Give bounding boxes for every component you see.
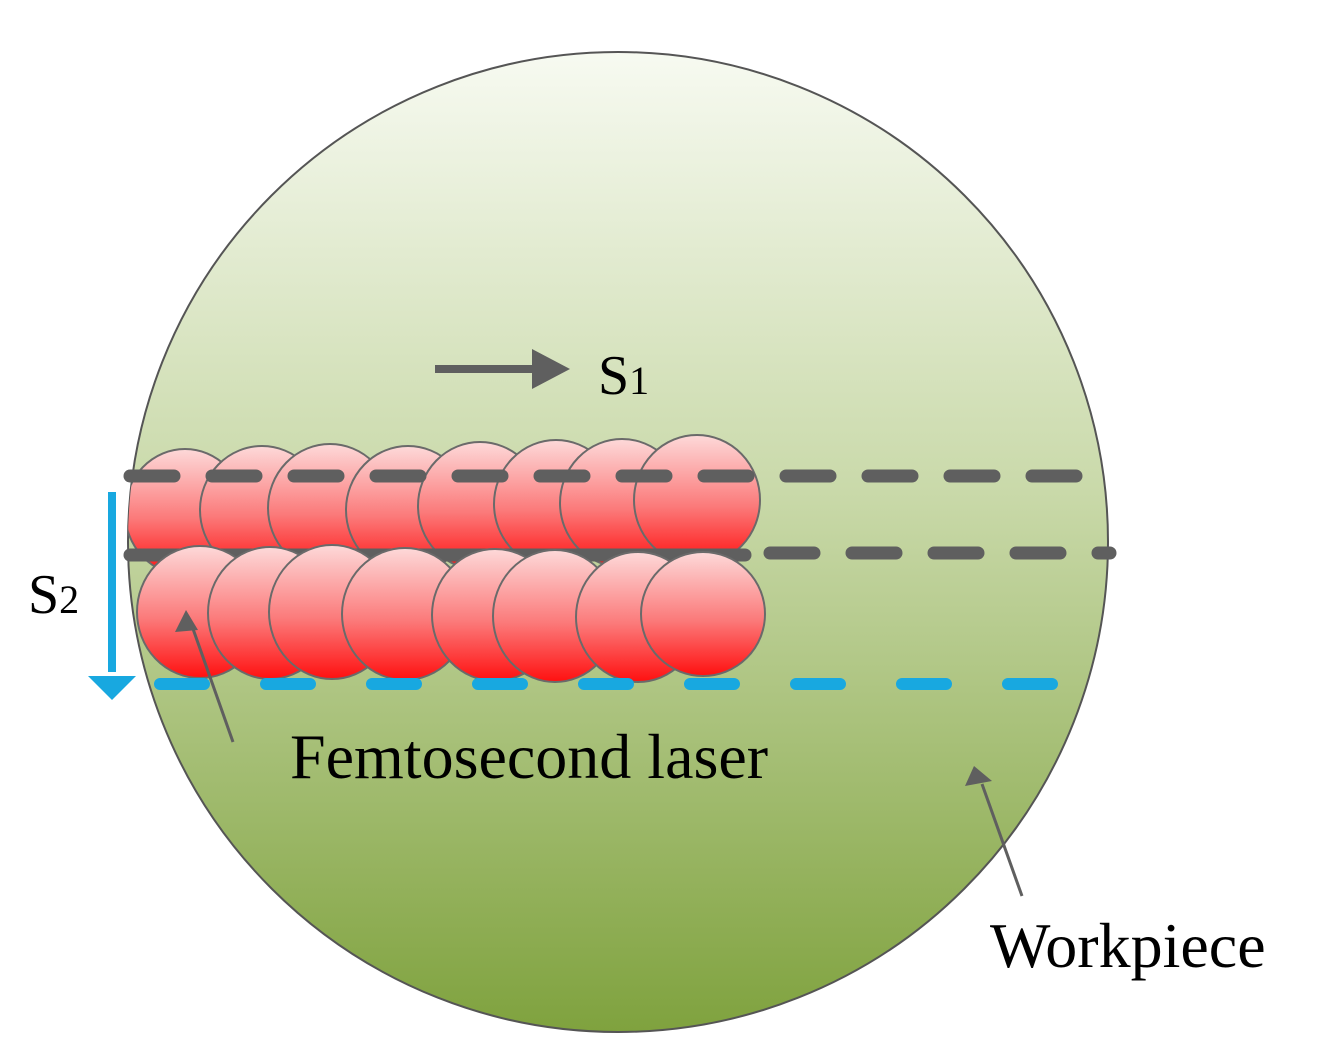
s2-label: S2 bbox=[28, 564, 79, 626]
pointer-arrow-icon bbox=[965, 766, 1024, 897]
laser-spot bbox=[633, 434, 761, 566]
s1-label: S1 bbox=[598, 345, 649, 407]
femtosecond-laser-label: Femtosecond laser bbox=[290, 721, 768, 792]
right-arrow-icon bbox=[435, 349, 570, 389]
lower-laser-spot-row bbox=[136, 544, 766, 683]
pointer-arrow-icon bbox=[175, 610, 235, 743]
laser-spot bbox=[640, 551, 766, 677]
workpiece-label: Workpiece bbox=[990, 910, 1266, 981]
down-arrow-icon bbox=[88, 492, 136, 700]
